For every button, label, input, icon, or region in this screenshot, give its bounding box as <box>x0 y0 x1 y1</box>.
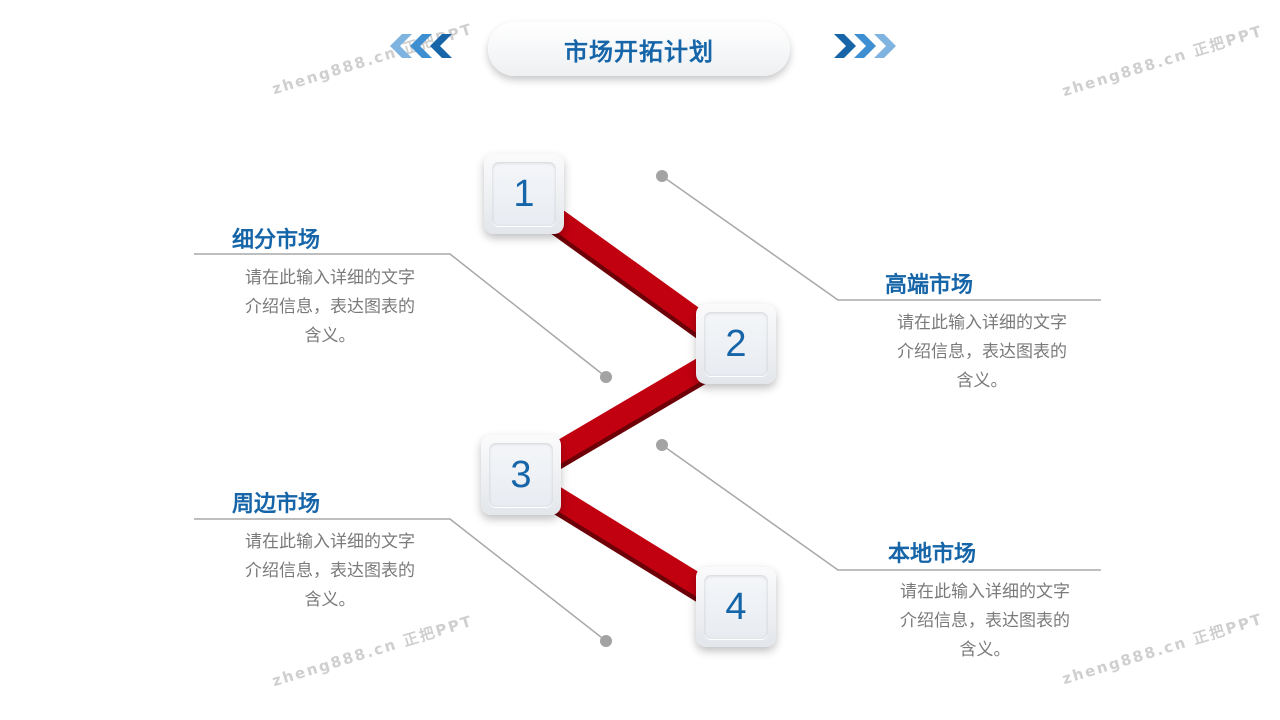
leader-dot <box>656 439 668 451</box>
chevrons-right-icon <box>834 34 896 58</box>
step-box-1: 1 <box>484 154 564 234</box>
step-number: 2 <box>704 312 768 376</box>
market-heading: 本地市场 <box>888 542 977 567</box>
market-heading: 细分市场 <box>232 228 321 253</box>
step-box-3: 3 <box>481 435 561 515</box>
leader-line-3 <box>194 518 607 642</box>
market-description: 请在此输入详细的文字 介绍信息，表达图表的 含义。 <box>897 313 1067 391</box>
page-title: 市场开拓计划 <box>564 37 714 66</box>
step-box-2: 2 <box>696 304 776 384</box>
step-number: 4 <box>704 575 768 639</box>
leader-dot <box>600 635 612 647</box>
title-banner: 市场开拓计划 <box>488 22 790 76</box>
market-heading: 周边市场 <box>232 492 321 517</box>
step-box-4: 4 <box>696 567 776 647</box>
market-description: 请在此输入详细的文字 介绍信息，表达图表的 含义。 <box>245 268 415 346</box>
leader-line-2 <box>661 175 1101 301</box>
market-description: 请在此输入详细的文字 介绍信息，表达图表的 含义。 <box>245 532 415 610</box>
market-description: 请在此输入详细的文字 介绍信息，表达图表的 含义。 <box>900 582 1070 660</box>
leader-line-4 <box>661 444 1101 571</box>
leader-line-1 <box>194 253 607 378</box>
leader-dot <box>600 371 612 383</box>
chevrons-left-icon <box>390 34 452 58</box>
step-number: 1 <box>492 162 556 226</box>
market-heading: 高端市场 <box>885 273 974 298</box>
leader-dot <box>656 170 668 182</box>
step-number: 3 <box>489 443 553 507</box>
